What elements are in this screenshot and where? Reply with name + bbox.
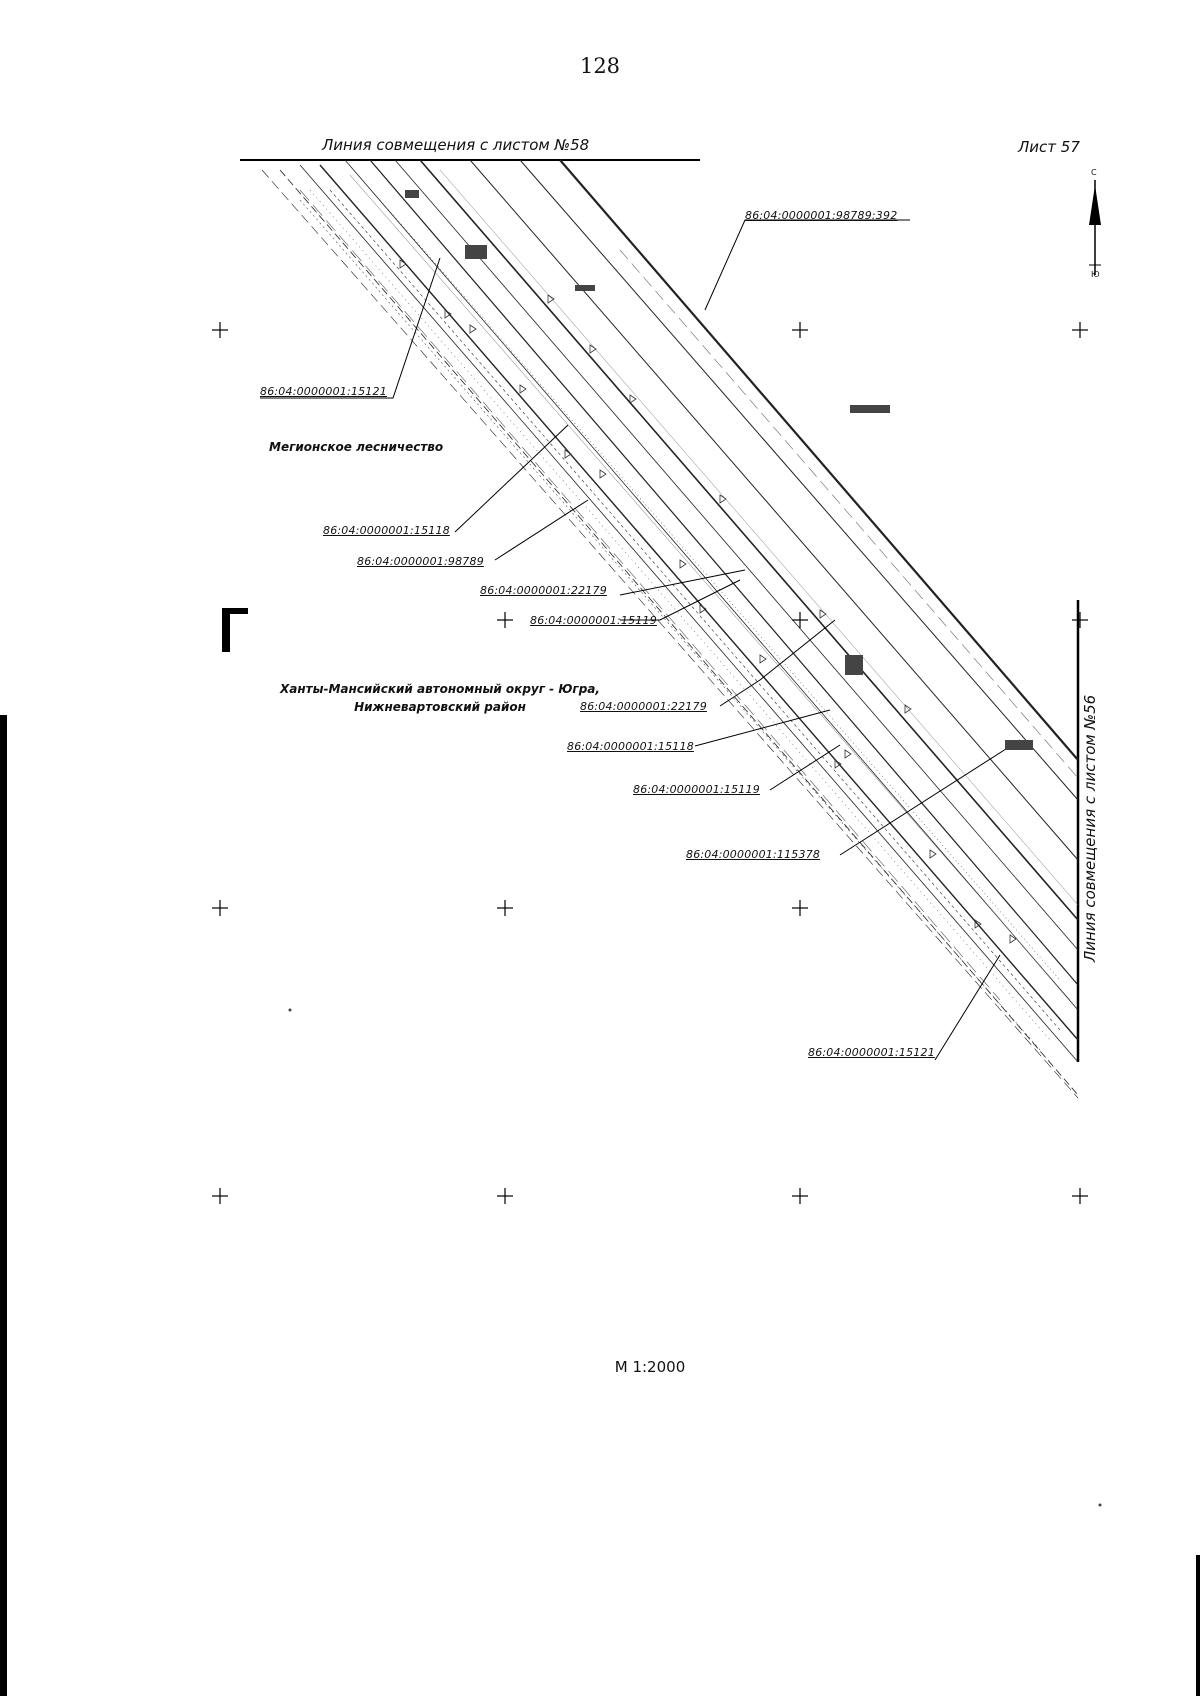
parcel-label: 86:04:0000001:15118 [323, 524, 450, 537]
map-scale: М 1:2000 [614, 1358, 686, 1376]
parcel-label: 86:04:0000001:15121 [808, 1046, 935, 1059]
region-line-2: Нижневартовский район [354, 700, 526, 714]
forestry-name: Мегионское лесничество [269, 440, 444, 454]
left-marker-icon [222, 608, 248, 652]
north-letter: С [1091, 168, 1097, 177]
scan-edge-right [1196, 1555, 1200, 1696]
top-match-line-label: Линия совмещения с листом №58 [322, 136, 590, 154]
page-number: 128 [579, 54, 621, 78]
grid-crosses [212, 322, 1088, 1204]
region-line-1: Ханты-Мансийский автономный округ - Югра… [280, 682, 600, 696]
parcel-label: 86:04:0000001:98789:392 [745, 209, 898, 222]
parcel-label: 86:04:0000001:115378 [686, 848, 821, 861]
parcel-label: 86:04:0000001:98789 [357, 555, 484, 568]
right-match-line-label: Линия совмещения с листом №56 [1081, 694, 1099, 962]
corridor-lines [261, 159, 1079, 1099]
parcel-label: 86:04:0000001:22179 [480, 584, 607, 597]
sheet-label: Лист 57 [1018, 138, 1080, 156]
hatch-band [299, 189, 1061, 1051]
line-markers [399, 259, 1017, 944]
north-arrow-icon [1089, 180, 1101, 275]
parcel-label: 86:04:0000001:15121 [260, 385, 387, 398]
parcel-label: 86:04:0000001:15118 [567, 740, 694, 753]
scan-edge-left [0, 715, 7, 1696]
parcel-label: 86:04:0000001:22179 [580, 700, 707, 713]
parcel-label: 86:04:0000001:15119 [633, 783, 760, 796]
leader-lines [260, 219, 1021, 1061]
parcel-label: 86:04:0000001:15119 [530, 614, 657, 627]
south-letter: Ю [1091, 270, 1100, 279]
region-name: Ханты-Мансийский автономный округ - Югра… [270, 680, 610, 716]
map-specks [288, 190, 1102, 1507]
